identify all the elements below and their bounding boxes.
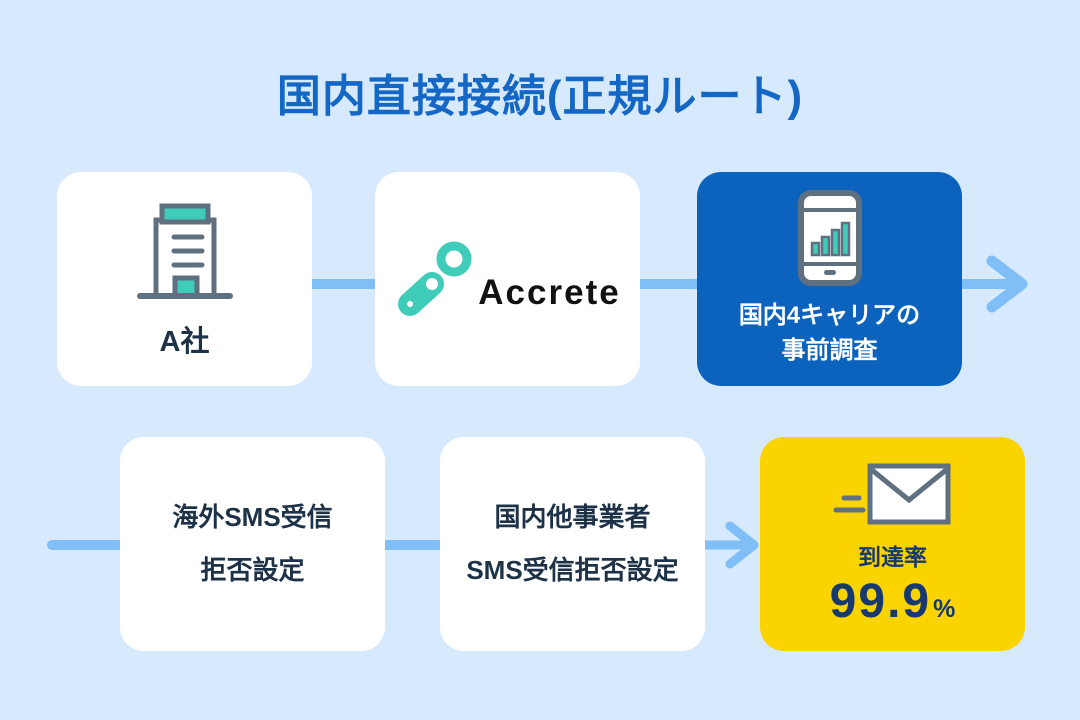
speeding-envelope-icon (833, 463, 950, 524)
card-domestic-sms-block-label: 国内他事業者 SMS受信拒否設定 (466, 491, 678, 597)
delivery-rate-value-row: 99.9 % (830, 574, 956, 629)
connector-line-wrap-in (47, 540, 120, 550)
label-line-2: 拒否設定 (200, 555, 305, 585)
label-line-1: 海外SMS受信 (172, 502, 333, 532)
card-company-a-label: A社 (159, 326, 210, 358)
label-line-2: 事前調査 (781, 337, 878, 364)
accrete-logo-mark (398, 241, 472, 316)
label-line-1: 国内4キャリアの (738, 302, 921, 329)
connector-line-accrete-to-carriers (640, 279, 697, 289)
label-line-2: SMS受信拒否設定 (466, 555, 679, 585)
card-accrete: Accrete (375, 172, 640, 386)
card-carrier-survey-label: 国内4キャリアの 事前調査 (739, 298, 920, 368)
delivery-rate-label: 到達率 (858, 543, 927, 570)
connector-line-a-to-accrete (312, 279, 375, 289)
card-overseas-sms-block-label: 海外SMS受信 拒否設定 (172, 491, 332, 597)
connector-line-overseas-to-domestic (385, 540, 440, 550)
page-title: 国内直接接続(正規ルート) (276, 72, 804, 121)
delivery-rate-unit: % (933, 594, 956, 623)
delivery-rate-value: 99.9 (829, 574, 932, 628)
accrete-logo-text: Accrete (478, 273, 621, 312)
card-domestic-sms-block: 国内他事業者 SMS受信拒否設定 (440, 437, 705, 651)
card-carrier-survey: 国内4キャリアの 事前調査 (697, 172, 962, 386)
smartphone-signal-icon (797, 190, 862, 286)
card-delivery-rate: 到達率 99.9 % (760, 437, 1025, 651)
arrow-right-icon (958, 255, 1028, 313)
label-line-1: 国内他事業者 (494, 502, 651, 532)
building-icon (136, 203, 233, 299)
card-overseas-sms-block: 海外SMS受信 拒否設定 (120, 437, 385, 651)
arrow-right-icon (703, 521, 759, 569)
card-company-a: A社 (57, 172, 312, 386)
